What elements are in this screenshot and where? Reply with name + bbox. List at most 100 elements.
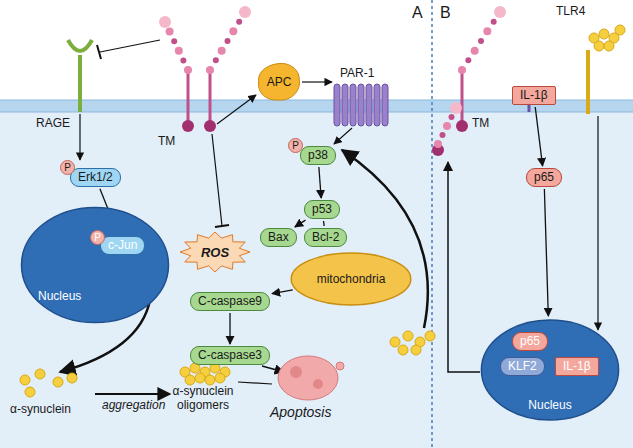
label: aggregation	[102, 398, 165, 412]
node-outline	[22, 207, 169, 322]
synuclein-dot	[615, 25, 625, 35]
connector	[295, 220, 306, 227]
node-text: C-caspase3	[198, 348, 262, 362]
node-text: p65	[534, 170, 554, 184]
label: RAGE	[36, 116, 70, 130]
node-outline	[481, 320, 618, 420]
panel-divider	[431, 0, 433, 448]
label: TLR4	[556, 4, 585, 18]
tm-bead	[171, 38, 177, 44]
apoptotic-cell	[278, 356, 338, 400]
tlr4-receptor	[586, 50, 590, 114]
tm-bead	[206, 66, 214, 74]
cytoplasm	[0, 112, 633, 448]
protein-node: IL-1β	[512, 86, 556, 105]
protein-node: p53	[304, 200, 340, 219]
node-text: ROS	[201, 245, 229, 260]
node-text: IL-1β	[520, 88, 548, 102]
tm-bead	[483, 27, 491, 35]
synuclein-dot	[411, 345, 421, 355]
protein-node: p65	[526, 168, 562, 187]
tm-bead	[184, 66, 192, 74]
connector	[272, 290, 293, 294]
tm-bead	[450, 102, 462, 114]
tm-bead	[471, 47, 479, 55]
synuclein-dot	[67, 373, 77, 383]
tm-bead	[180, 57, 186, 63]
inhibit-bar	[215, 225, 229, 227]
label: TM	[158, 134, 175, 148]
tm-bead	[440, 132, 446, 138]
tm-bead	[465, 57, 471, 63]
connector	[535, 107, 542, 166]
rage-receptor	[78, 55, 82, 112]
par1-receptor	[334, 84, 388, 126]
connector	[544, 189, 548, 316]
tm-head	[456, 120, 468, 132]
synuclein-dot	[403, 331, 413, 341]
synuclein-dot	[599, 29, 609, 39]
node-text: Nucleus	[528, 398, 571, 412]
synuclein-dot	[604, 41, 614, 51]
tm-bead	[491, 19, 497, 25]
tm-bead	[218, 47, 226, 55]
synuclein-dot	[594, 41, 604, 51]
node-text: Bcl-2	[312, 230, 339, 244]
node-text: APC	[267, 75, 292, 89]
shape-node: ROS	[180, 232, 250, 272]
node-outline	[180, 232, 250, 272]
synuclein-dot	[205, 375, 215, 385]
node-text: p53	[312, 202, 332, 216]
synuclein-dot	[398, 345, 408, 355]
rage-receptor	[68, 40, 92, 51]
shape-node: Nucleusc-JunP	[20, 205, 170, 325]
label: TM	[472, 116, 489, 130]
arrow	[79, 114, 80, 160]
connector	[323, 221, 325, 226]
shape-node: APC	[256, 62, 302, 102]
tm-bead	[478, 38, 484, 44]
node-text: p38	[308, 148, 328, 162]
synuclein-dot	[25, 387, 35, 397]
synuclein-dot	[215, 373, 225, 383]
tm-bead	[236, 19, 242, 25]
label: PAR-1	[340, 66, 374, 80]
synuclein-dot	[195, 373, 205, 383]
tm-bead	[159, 16, 171, 28]
node-text: mitochondria	[317, 272, 386, 286]
apoptotic-body	[313, 379, 323, 389]
node-text: P	[64, 162, 71, 173]
connector	[319, 167, 321, 198]
protein-node: P	[288, 138, 303, 153]
node-text: Erk1/2	[78, 170, 113, 184]
tm-beads	[159, 6, 506, 148]
tm-bead	[443, 122, 451, 130]
node-outline	[259, 63, 300, 100]
tm-stem	[209, 70, 212, 122]
tm-bead	[213, 57, 219, 63]
synuclein-dot	[20, 375, 30, 385]
tm-bead	[239, 6, 251, 18]
arrow	[448, 162, 480, 372]
inhibit-bar	[97, 45, 101, 59]
synuclein-dot	[53, 377, 63, 387]
synuclein-dot	[425, 331, 435, 341]
protein-node: p65	[512, 332, 548, 351]
shape-node: Nucleusp65KLF2IL-1β	[480, 318, 620, 422]
tm-bead	[229, 27, 237, 35]
protein-node: p38	[300, 146, 336, 165]
tm-head	[182, 120, 194, 132]
protein-node: c-Jun	[100, 236, 145, 255]
arrow	[217, 95, 256, 124]
connector	[229, 313, 230, 344]
aggregation-arrow	[95, 393, 170, 395]
tm-bead	[458, 66, 466, 74]
node-text: KLF2	[508, 359, 537, 373]
tm-bead	[175, 47, 183, 55]
label: B	[440, 4, 451, 22]
synuclein-dot	[185, 375, 195, 385]
node-text: p65	[520, 334, 540, 348]
synuclein-dot	[390, 337, 400, 347]
node-text: Nucleus	[38, 289, 81, 303]
